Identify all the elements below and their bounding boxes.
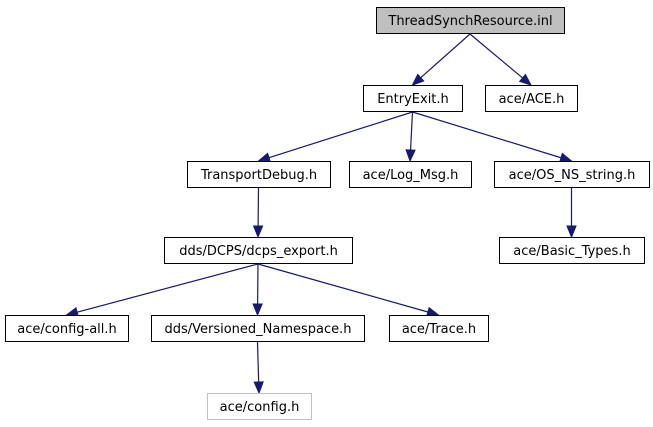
- node-label: ace/OS_NS_string.h: [509, 168, 636, 183]
- node-os_ns_string[interactable]: ace/OS_NS_string.h: [494, 161, 650, 188]
- edge-line: [257, 263, 429, 313]
- edge-root-to-entryexit: [411, 33, 471, 86]
- node-box: [5, 315, 129, 342]
- node-label: ace/config-all.h: [17, 322, 117, 337]
- node-label: ace/config.h: [220, 400, 300, 415]
- node-box: [494, 161, 650, 188]
- node-transportdebug[interactable]: TransportDebug.h: [187, 161, 331, 188]
- edge-line: [256, 341, 260, 383]
- node-label: dds/DCPS/dcps_export.h: [179, 244, 338, 259]
- node-basic_types[interactable]: ace/Basic_Types.h: [499, 237, 645, 264]
- node-entryexit[interactable]: EntryExit.h: [363, 85, 463, 112]
- arrow-head-icon: [252, 225, 264, 239]
- edge-entryexit-to-log_msg: [405, 111, 416, 163]
- edge-line: [409, 111, 414, 151]
- edge-line: [420, 33, 471, 79]
- node-label: ace/Log_Msg.h: [363, 168, 459, 183]
- node-box: [499, 237, 645, 264]
- node-log_msg[interactable]: ace/Log_Msg.h: [349, 161, 472, 188]
- arrow-head-icon: [253, 381, 264, 395]
- edge-line: [469, 33, 523, 79]
- arrow-head-icon: [411, 73, 425, 86]
- node-box: [376, 7, 565, 34]
- edge-root-to-ace_ace: [469, 33, 533, 86]
- arrow-head-icon: [257, 152, 272, 163]
- node-trace[interactable]: ace/Trace.h: [389, 315, 489, 342]
- arrow-head-icon: [252, 303, 263, 317]
- arrow-head-icon: [566, 225, 577, 239]
- node-box: [485, 85, 578, 112]
- edge-transportdebug-to-dcps_export: [252, 187, 264, 239]
- node-box: [187, 161, 331, 188]
- edge-dcps_export-to-versioned_ns: [252, 263, 263, 317]
- edge-dcps_export-to-trace: [257, 263, 440, 317]
- edge-os_ns_string-to-basic_types: [566, 188, 577, 239]
- node-box: [349, 161, 472, 188]
- edge-line: [76, 263, 259, 313]
- edge-versioned_ns-to-config: [253, 341, 264, 395]
- node-label: TransportDebug.h: [200, 168, 317, 183]
- node-box: [207, 393, 312, 420]
- node-box: [164, 237, 353, 264]
- node-dcps_export[interactable]: dds/DCPS/dcps_export.h: [164, 237, 353, 264]
- node-box: [389, 315, 489, 342]
- edge-entryexit-to-os_ns_string: [412, 111, 573, 163]
- node-root[interactable]: ThreadSynchResource.inl: [376, 7, 565, 34]
- edge-line: [412, 111, 562, 159]
- node-versioned_ns[interactable]: dds/Versioned_Namespace.h: [151, 315, 365, 342]
- node-ace_ace[interactable]: ace/ACE.h: [485, 85, 578, 112]
- node-config_all[interactable]: ace/config-all.h: [5, 315, 129, 342]
- node-box: [363, 85, 463, 112]
- node-label: EntryExit.h: [377, 92, 449, 107]
- arrow-head-icon: [518, 73, 533, 86]
- node-box: [151, 315, 365, 342]
- arrow-head-icon: [405, 149, 416, 163]
- node-label: ThreadSynchResource.inl: [387, 14, 552, 29]
- arrow-head-icon: [558, 152, 573, 163]
- node-label: dds/Versioned_Namespace.h: [164, 322, 351, 337]
- edge-line: [268, 111, 413, 159]
- node-label: ace/Trace.h: [402, 322, 476, 337]
- node-label: ace/ACE.h: [499, 92, 565, 107]
- edge-entryexit-to-transportdebug: [257, 111, 413, 163]
- edge-layer: [65, 33, 577, 395]
- node-label: ace/Basic_Types.h: [513, 244, 630, 259]
- edge-dcps_export-to-config_all: [65, 263, 259, 318]
- node-config[interactable]: ace/config.h: [207, 393, 312, 420]
